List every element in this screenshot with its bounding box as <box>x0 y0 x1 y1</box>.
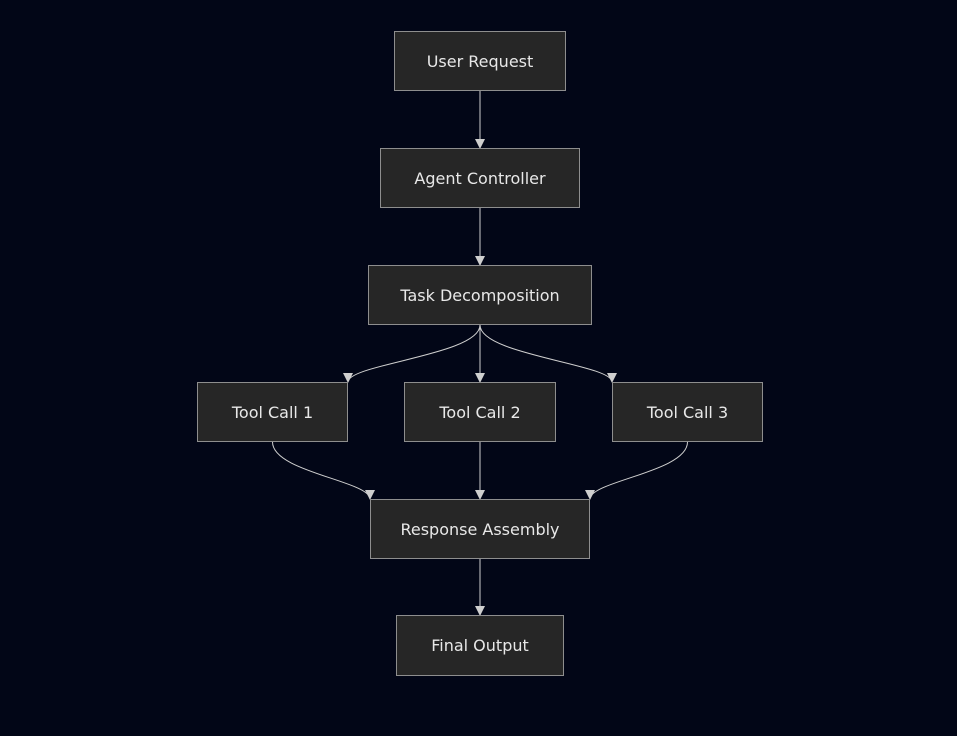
node-final-output: Final Output <box>396 615 564 676</box>
edge-tool-call-3-to-response-assembly <box>585 441 688 500</box>
node-tool-call-2: Tool Call 2 <box>404 382 556 442</box>
node-tool-call-1: Tool Call 1 <box>197 382 348 442</box>
node-response-assembly: Response Assembly <box>370 499 590 559</box>
edge-tool-call-1-to-response-assembly <box>272 441 375 500</box>
node-tool-call-3: Tool Call 3 <box>612 382 763 442</box>
node-agent-controller: Agent Controller <box>380 148 580 208</box>
edge-task-decomposition-to-tool-call-3 <box>479 324 617 383</box>
node-user-request: User Request <box>394 31 566 91</box>
node-task-decomposition: Task Decomposition <box>368 265 592 325</box>
edge-task-decomposition-to-tool-call-1 <box>343 324 481 383</box>
